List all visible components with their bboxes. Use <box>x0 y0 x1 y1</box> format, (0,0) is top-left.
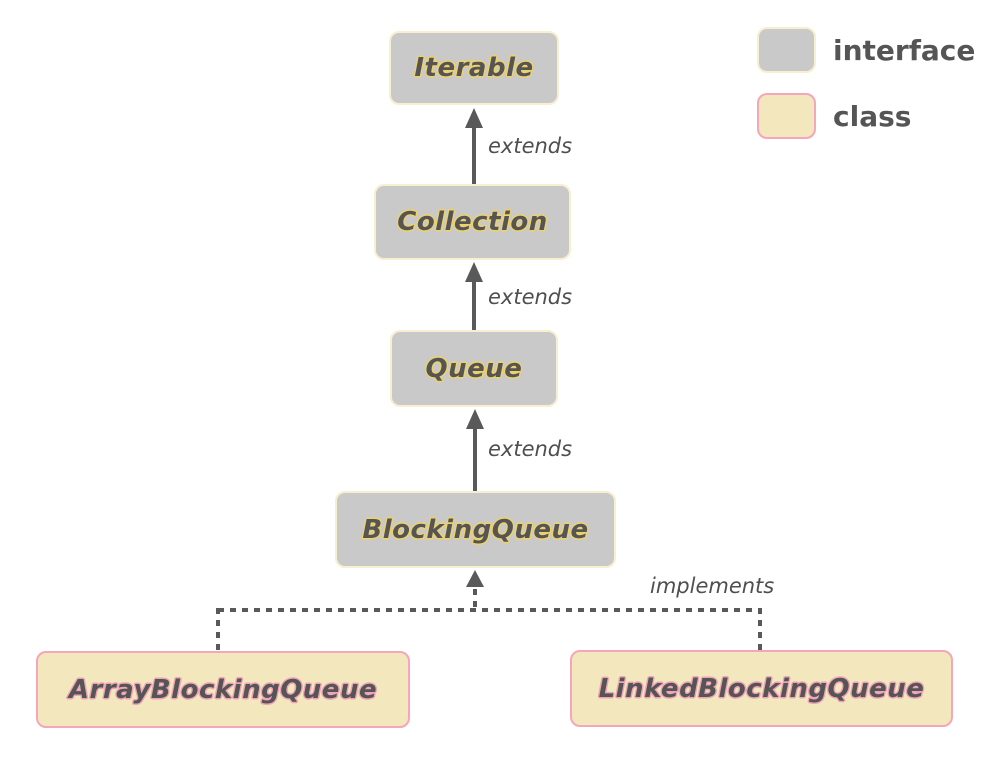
extends-edge-label: extends <box>488 437 573 461</box>
node-array-blocking-queue-label: ArrayBlockingQueue <box>68 674 378 705</box>
node-queue: Queue <box>390 330 558 407</box>
implements-edge-label: implements <box>650 574 775 598</box>
legend-class-label: class <box>833 99 912 133</box>
node-iterable: Iterable <box>389 31 559 105</box>
node-queue-label: Queue <box>425 353 523 384</box>
extends-arrow-queue-to-collection <box>465 262 483 330</box>
extends-edge-label: extends <box>488 285 573 309</box>
node-collection-label: Collection <box>397 207 548 237</box>
node-blocking-queue: BlockingQueue <box>335 491 616 568</box>
node-collection: Collection <box>374 184 571 260</box>
legend-item-interface: interface <box>757 27 975 73</box>
class-color-swatch <box>757 93 816 139</box>
node-blocking-queue-label: BlockingQueue <box>362 514 589 545</box>
node-array-blocking-queue: ArrayBlockingQueue <box>36 651 410 728</box>
interface-color-swatch <box>757 27 816 73</box>
node-linked-blocking-queue: LinkedBlockingQueue <box>570 650 953 727</box>
legend: interface class <box>757 27 975 159</box>
extends-arrow-blockingqueue-to-queue <box>466 409 484 491</box>
legend-item-class: class <box>757 93 975 139</box>
node-linked-blocking-queue-label: LinkedBlockingQueue <box>598 673 925 704</box>
extends-edge-label: extends <box>488 134 573 158</box>
extends-arrow-collection-to-iterable <box>465 108 483 184</box>
legend-interface-label: interface <box>833 33 976 67</box>
node-iterable-label: Iterable <box>414 53 534 83</box>
